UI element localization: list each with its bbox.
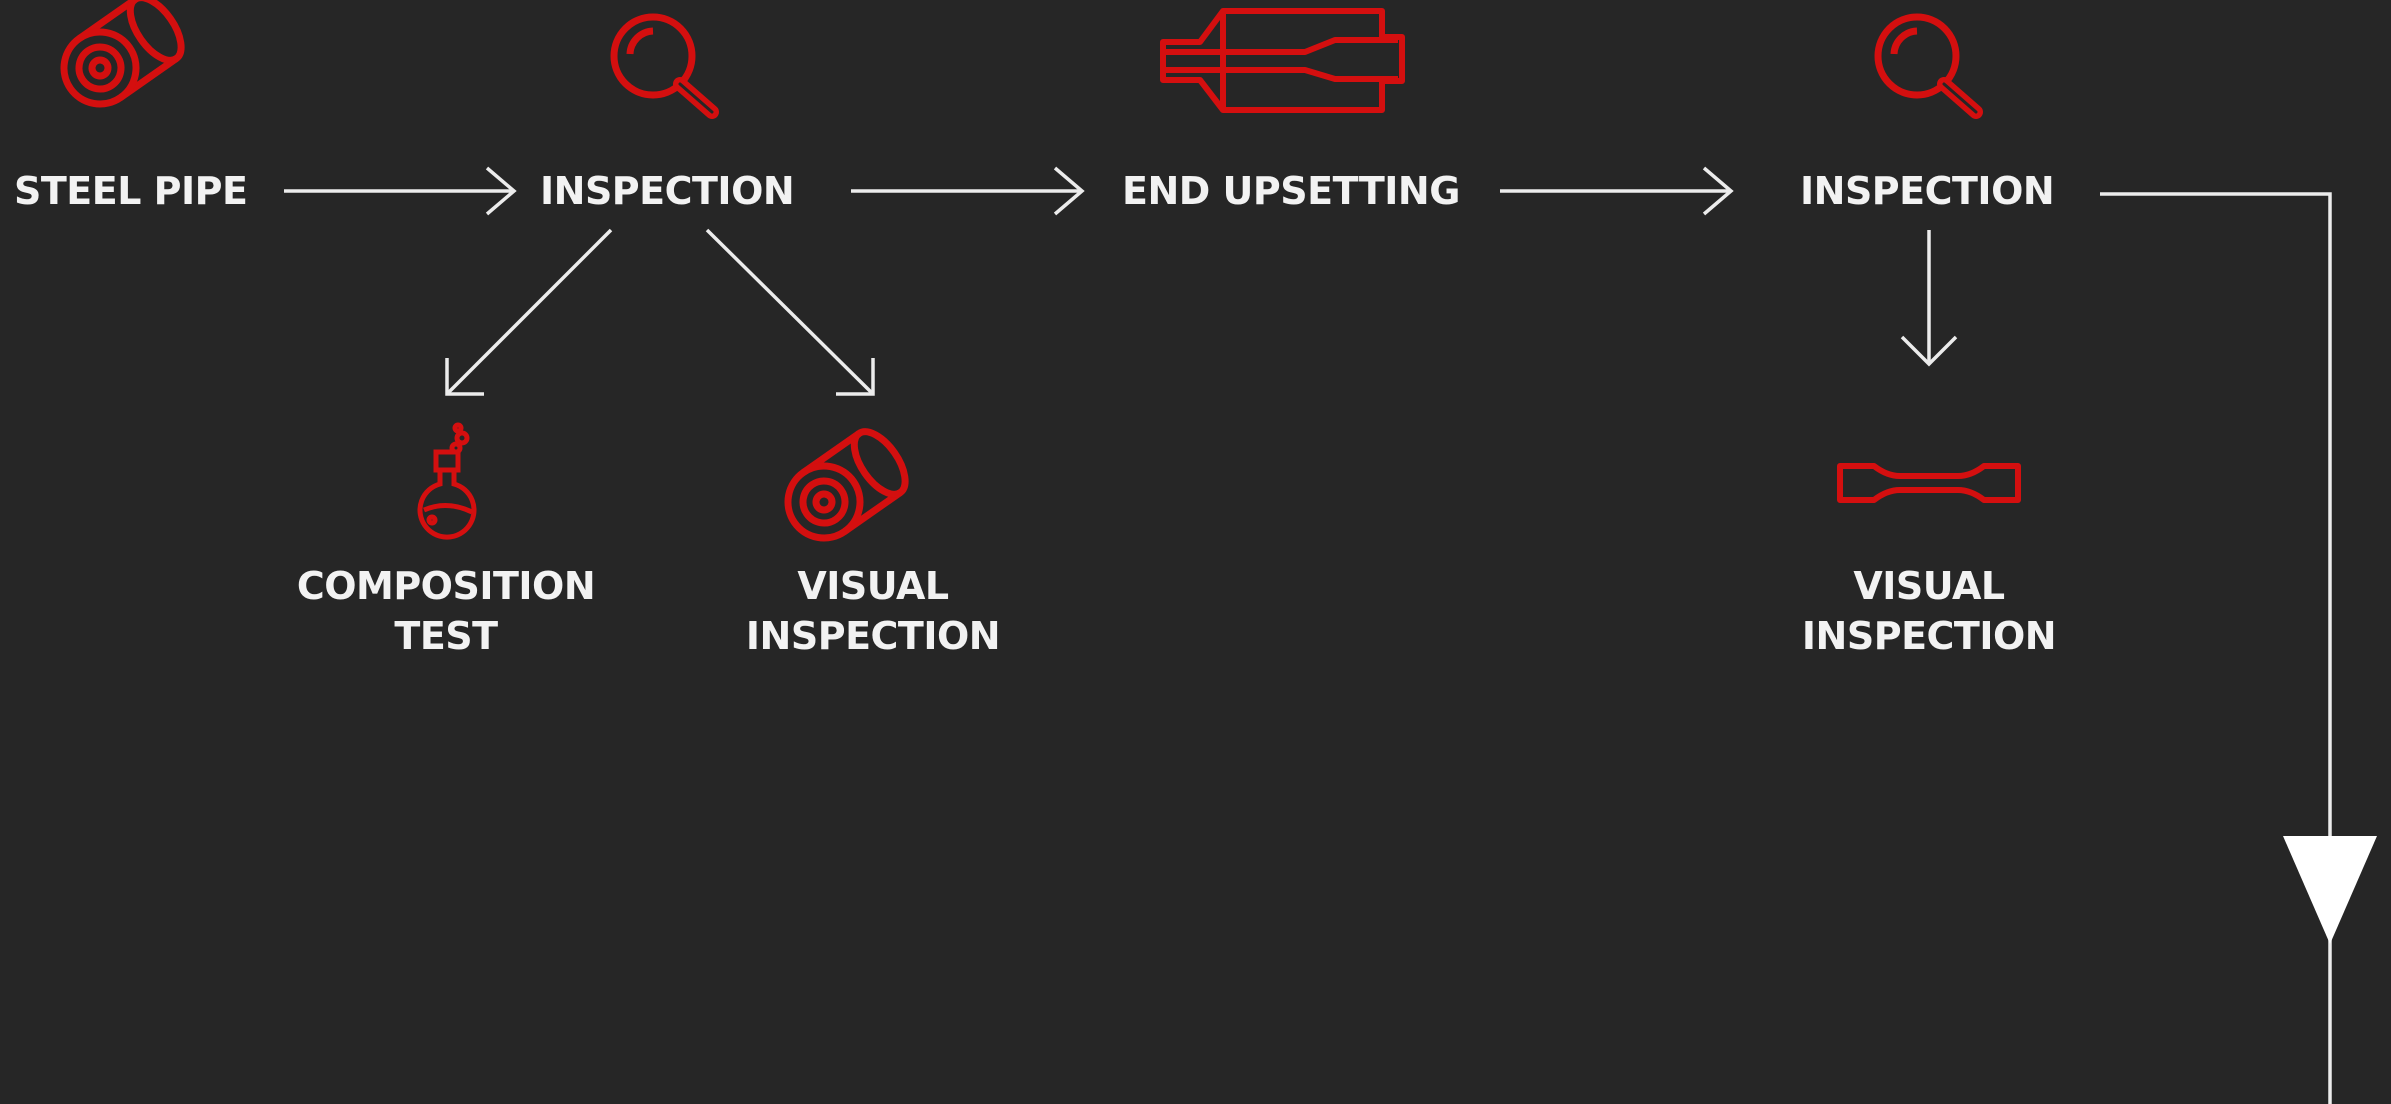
arrow-right — [284, 166, 517, 216]
visual-inspection-line-1: VISUAL — [797, 564, 949, 608]
visual-inspection-line-2: INSPECTION — [1801, 614, 2057, 658]
pipe-icon — [60, 0, 185, 108]
composition-test-line-1: COMPOSITION — [296, 564, 596, 608]
arrow-right — [1500, 166, 1734, 216]
continuation-arrowhead — [2283, 836, 2377, 944]
arrow-down — [1900, 230, 1958, 367]
steel-pipe-label: STEEL PIPE — [14, 169, 248, 213]
visual-inspection-line-1: VISUAL — [1853, 564, 2005, 608]
visual-inspection-label: VISUAL INSPECTION — [708, 561, 1038, 661]
pipe-icon — [784, 428, 909, 542]
inspection-label: INSPECTION — [540, 169, 795, 213]
tensile-specimen-icon — [1837, 463, 2021, 503]
visual-inspection-line-2: INSPECTION — [745, 614, 1001, 658]
connectors — [284, 166, 2332, 1104]
flask-icon — [417, 422, 477, 540]
arrow-diagonal-left — [445, 228, 613, 396]
composition-test-label: COMPOSITION TEST — [276, 561, 616, 661]
magnifier-icon — [610, 13, 719, 119]
arrow-diagonal-right — [705, 228, 875, 396]
arrow-right — [851, 166, 1085, 216]
upset-pipe-icon — [1160, 8, 1405, 113]
composition-test-line-2: TEST — [394, 614, 498, 658]
end-upsetting-label: END UPSETTING — [1122, 169, 1460, 213]
visual-inspection-label: VISUAL INSPECTION — [1764, 561, 2094, 661]
inspection-label: INSPECTION — [1800, 169, 2055, 213]
magnifier-icon — [1874, 13, 1983, 119]
continuation-line — [2100, 192, 2332, 1104]
